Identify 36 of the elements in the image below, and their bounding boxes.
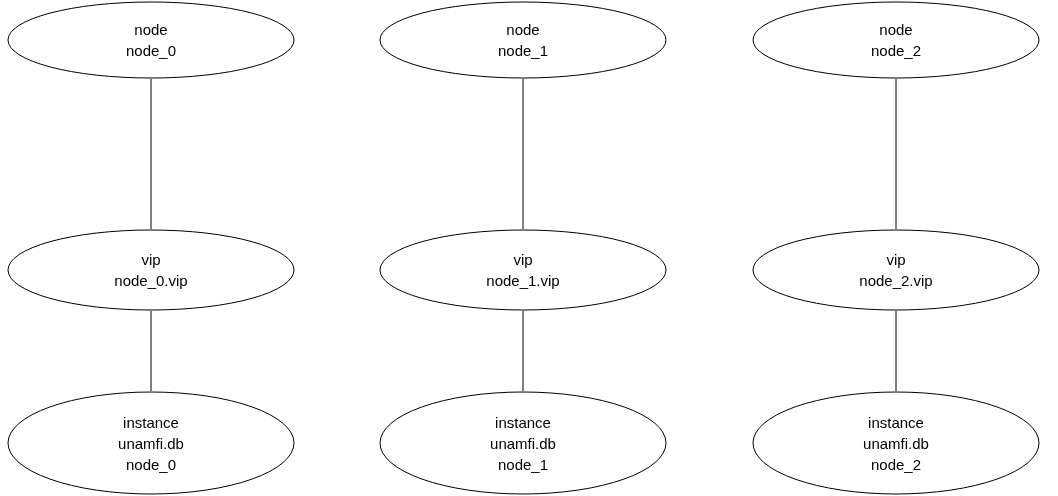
node-label: node_1.vip — [486, 271, 560, 291]
node-label: instance — [868, 412, 924, 433]
node-label: unamfi.db — [490, 433, 556, 454]
node-label: vip — [141, 250, 161, 270]
connector-line — [150, 310, 152, 392]
node-label: vip — [513, 250, 533, 270]
node-label: node_1 — [497, 454, 549, 475]
ellipse-node — [752, 229, 1040, 311]
node-label: node_0 — [125, 454, 177, 475]
connector-line — [895, 78, 897, 230]
ellipse-node — [7, 1, 295, 79]
node-label: node_2.vip — [859, 271, 933, 291]
ellipse-node — [7, 391, 295, 495]
ellipse-node — [379, 1, 667, 79]
node-label: node_0.vip — [114, 271, 188, 291]
node-label: instance — [495, 412, 551, 433]
connector-line — [522, 310, 524, 392]
node-label: node_2 — [870, 454, 922, 475]
ellipse-node — [379, 391, 667, 495]
node-label: node — [506, 20, 540, 40]
ellipse-node — [752, 1, 1040, 79]
node-label: node — [134, 20, 168, 40]
connector-line — [895, 310, 897, 392]
connector-line — [150, 78, 152, 230]
node-label: node — [879, 20, 913, 40]
node-label: node_1 — [497, 41, 549, 61]
node-label: node_0 — [125, 41, 177, 61]
node-label: unamfi.db — [118, 433, 184, 454]
ellipse-node — [7, 229, 295, 311]
ellipse-node — [752, 391, 1040, 495]
node-label: vip — [886, 250, 906, 270]
connector-line — [522, 78, 524, 230]
node-label: instance — [123, 412, 179, 433]
node-label: unamfi.db — [863, 433, 929, 454]
node-label: node_2 — [870, 41, 922, 61]
ellipse-node — [379, 229, 667, 311]
